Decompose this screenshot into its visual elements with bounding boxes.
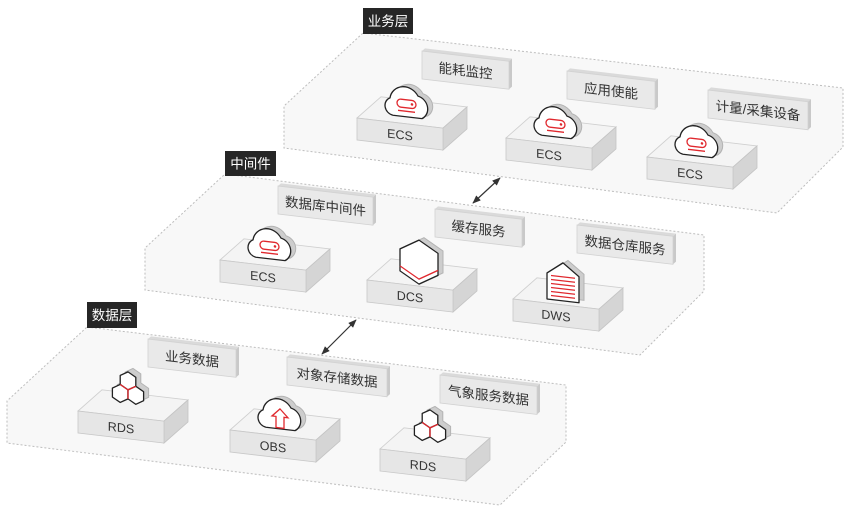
cloud-server-icon xyxy=(533,101,583,140)
function-label-text: 能耗监控 xyxy=(439,60,493,81)
service-name: RDS xyxy=(410,458,436,475)
layer-tag-text: 数据层 xyxy=(92,308,133,323)
service-box-ecs: ECS xyxy=(219,223,331,294)
warehouse-icon xyxy=(546,259,585,304)
layer-middleware: 中间件 数据库中间件 缓存服务 数据仓库服务 xyxy=(144,151,705,356)
service-name: ECS xyxy=(536,147,562,164)
layer-data: 数据层 业务数据 对象存储数据 气象服务数据 xyxy=(6,302,567,506)
service-name: DWS xyxy=(541,307,570,324)
service-box-ecs: ECS xyxy=(505,101,617,172)
service-box-rds: RDS xyxy=(77,367,189,445)
function-label: 数据仓库服务 xyxy=(576,222,676,265)
layer-business: 业务层 能耗监控 应用使能 计量/采集设备 xyxy=(283,8,844,214)
function-label: 计量/采集设备 xyxy=(707,87,811,131)
service-box-ecs: ECS xyxy=(356,81,468,152)
service-name: ECS xyxy=(387,127,413,144)
hexagon-icon xyxy=(399,237,444,285)
function-label-text: 业务数据 xyxy=(165,349,219,370)
hexagon-cluster-icon xyxy=(111,367,150,405)
bidirectional-arrow-middleware-data xyxy=(321,319,357,355)
hexagon-cluster-icon xyxy=(413,405,452,443)
function-label-text: 缓存服务 xyxy=(452,218,506,239)
layer-tag-text: 中间件 xyxy=(230,157,271,172)
service-box-dws: DWS xyxy=(512,259,624,333)
function-label: 业务数据 xyxy=(147,336,239,378)
cloud-server-icon xyxy=(674,120,724,159)
layer-tag: 数据层 xyxy=(87,302,137,328)
service-box-obs: OBS xyxy=(229,393,341,464)
function-label-text: 应用使能 xyxy=(584,80,638,102)
layer-tag: 业务层 xyxy=(363,8,413,34)
service-name: OBS xyxy=(260,439,286,456)
cloud-server-icon xyxy=(247,223,297,262)
service-box-dcs: DCS xyxy=(366,237,478,314)
cloud-server-icon xyxy=(384,81,434,120)
function-label: 能耗监控 xyxy=(421,48,512,90)
service-box-ecs: ECS xyxy=(646,120,758,191)
layer-tag-text: 业务层 xyxy=(368,14,409,29)
service-name: ECS xyxy=(250,269,276,286)
cloud-upload-icon xyxy=(257,393,307,432)
function-label: 数据库中间件 xyxy=(277,183,376,226)
function-label: 缓存服务 xyxy=(434,206,525,248)
bidirectional-arrow-business-middleware xyxy=(472,177,501,204)
layer-tag: 中间件 xyxy=(225,151,276,176)
service-name: ECS xyxy=(677,166,703,183)
function-label: 对象存储数据 xyxy=(286,354,390,398)
service-name: DCS xyxy=(397,289,423,306)
function-label: 气象服务数据 xyxy=(439,372,540,415)
service-name: RDS xyxy=(108,420,134,437)
function-label: 应用使能 xyxy=(566,68,658,110)
service-box-rds: RDS xyxy=(379,405,491,483)
